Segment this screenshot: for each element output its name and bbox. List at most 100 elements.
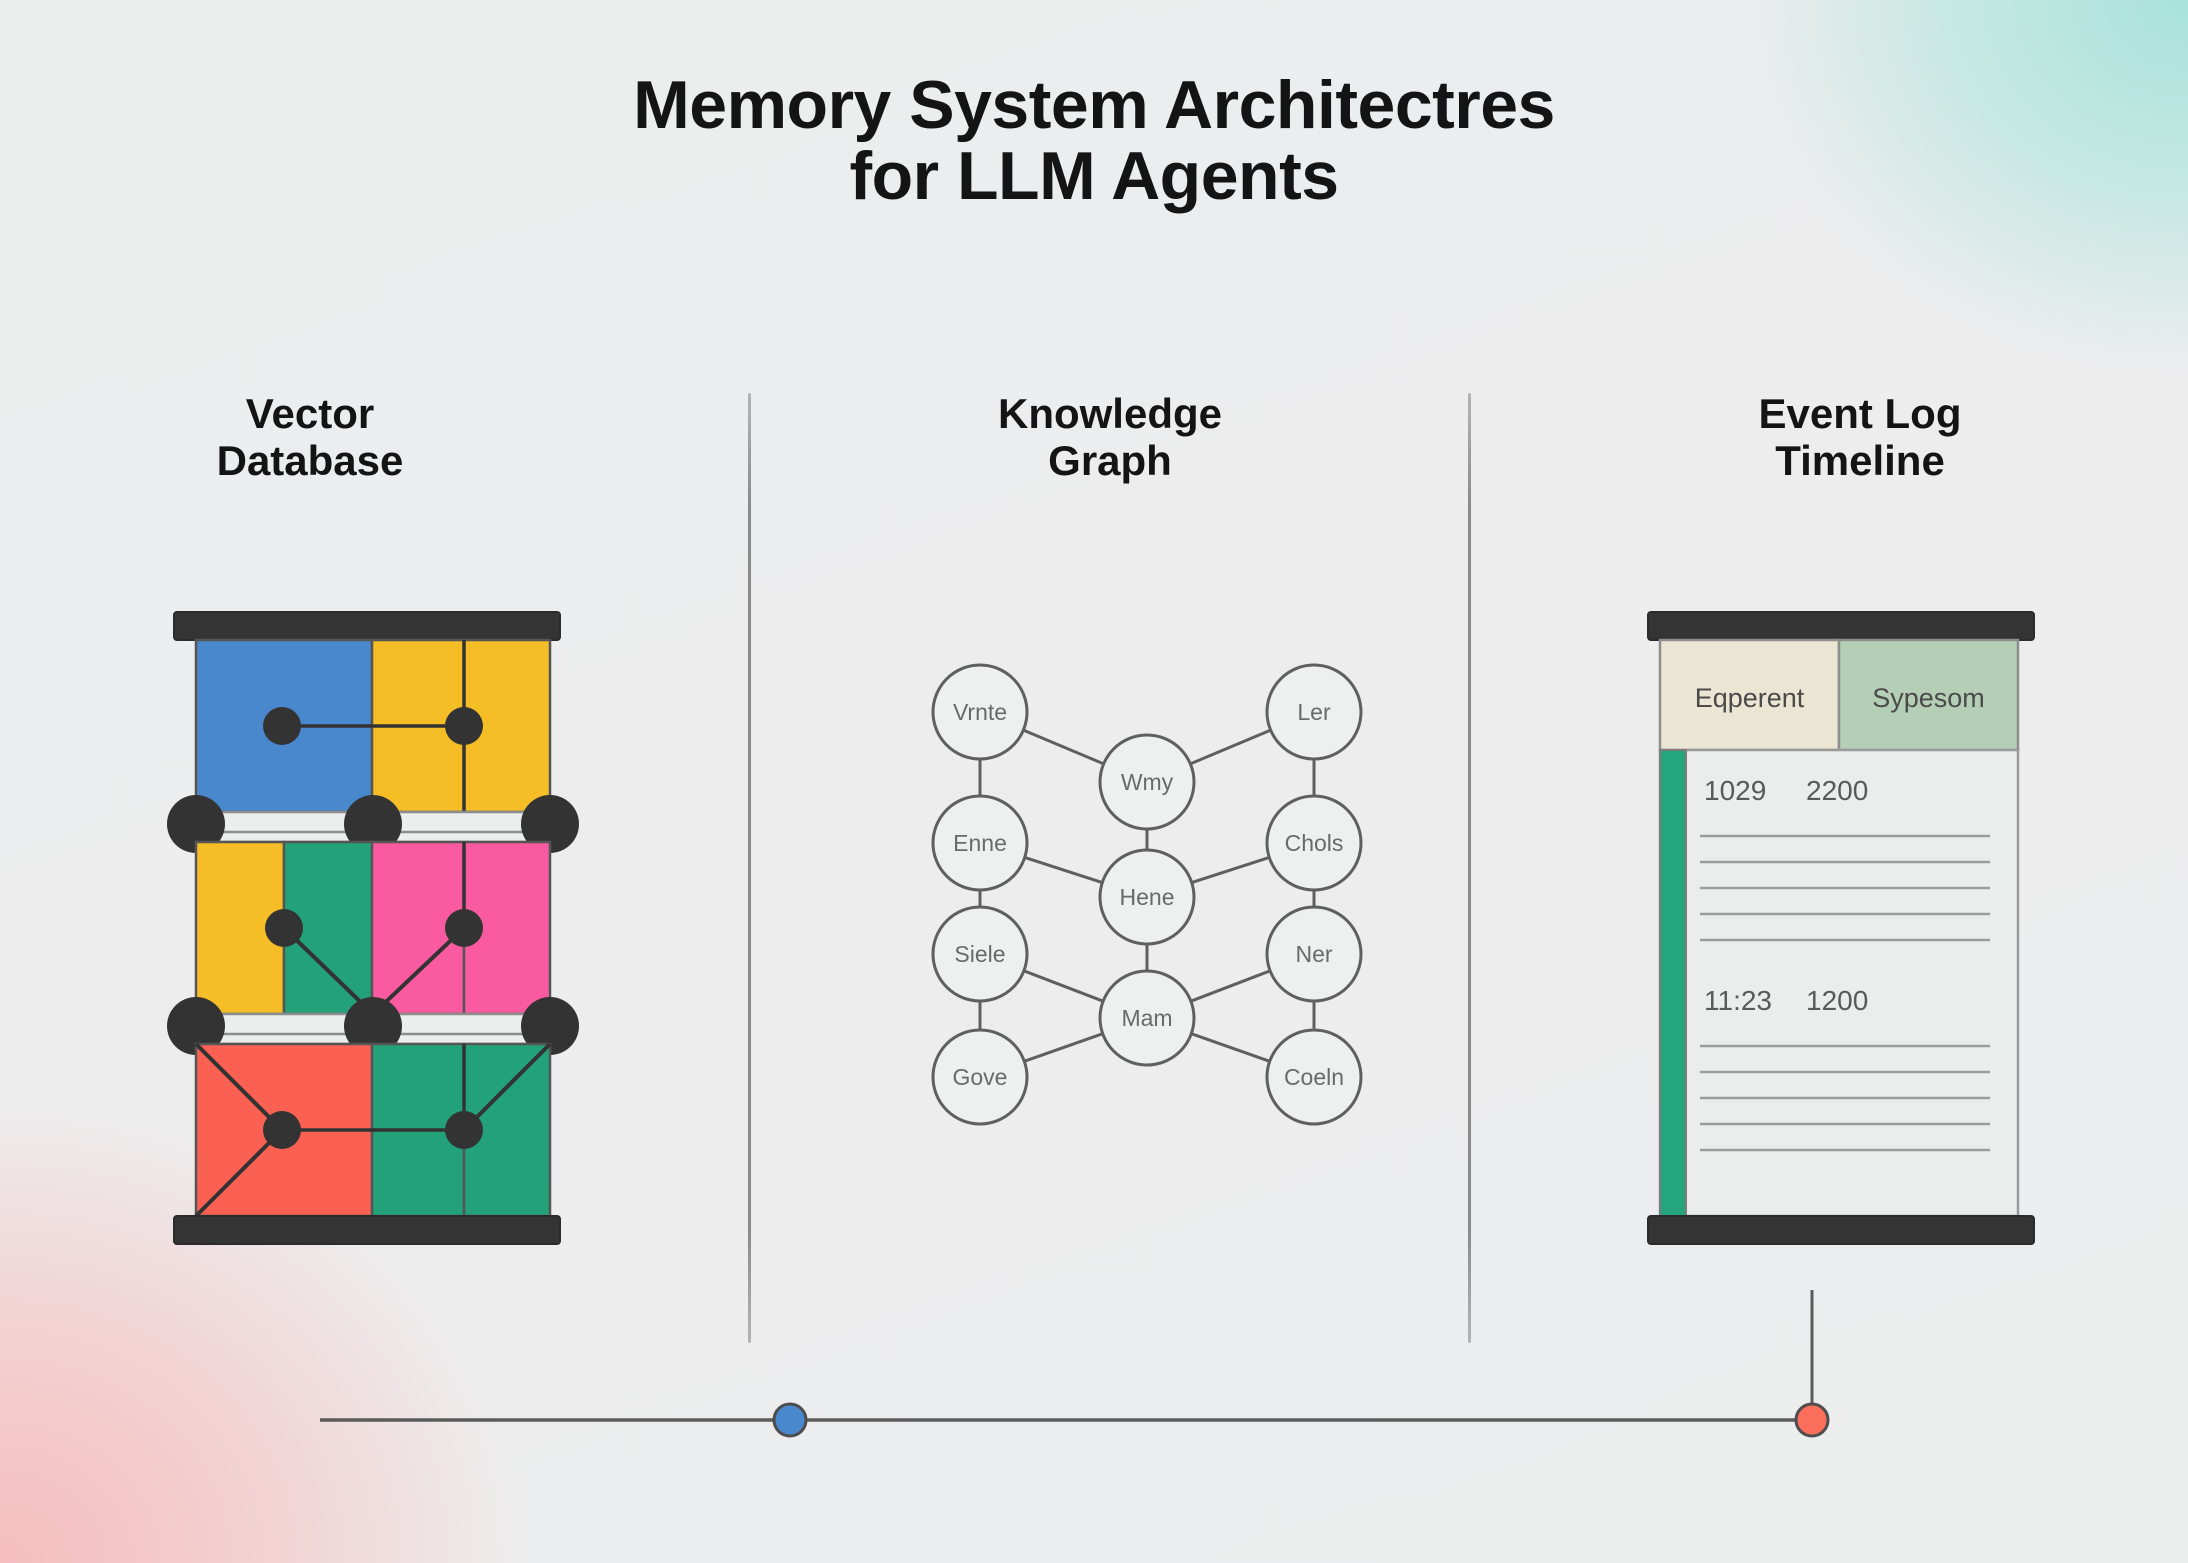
knowledge-graph-node[interactable]: Ler [1265, 663, 1363, 761]
node-circle [1098, 969, 1196, 1067]
shelf-node [344, 795, 402, 853]
node-label: Siele [954, 941, 1005, 967]
event-log-tab[interactable]: Sypesom [1837, 638, 2020, 752]
page-title-line1: Memory System Architectres [633, 67, 1555, 143]
knowledge-graph-edge [1023, 969, 1104, 1003]
entry-time: 11:23 [1704, 985, 1772, 1016]
column-heading-graph-line2: Graph [1048, 437, 1172, 485]
vector-layer-middle [194, 840, 552, 1016]
column-heading-vector-line2: Database [216, 437, 404, 485]
node-label: Vrnte [953, 699, 1007, 725]
vector-node [445, 1111, 483, 1149]
event-log-entries: 1029 2200 11:23 1200 [1700, 775, 1990, 1152]
column-heading-event-line2: Timeline [1775, 437, 1945, 485]
event-log-accent-bar [1659, 749, 1687, 1217]
node-circle [931, 905, 1029, 1003]
event-log-graphic: Eqperent Sypesom 1029 2200 11:23 1200 [1647, 611, 2035, 1245]
node-circle [1265, 1028, 1363, 1126]
node-label: Gove [953, 1064, 1008, 1090]
page-title-line2: for LLM Agents [849, 137, 1339, 214]
node-label: Wmy [1121, 769, 1174, 795]
event-endpoint[interactable] [1794, 1402, 1830, 1438]
node-circle [1098, 848, 1196, 946]
event-log-tab-strip: Eqperent Sypesom [1658, 638, 2020, 752]
shelf-node [167, 795, 225, 853]
page-title: Memory System Architectres for LLM Agent… [0, 70, 2188, 211]
node-circle [931, 1028, 1029, 1126]
knowledge-graph-node[interactable]: Siele [931, 905, 1029, 1003]
layer-bot-edge-diag-tl [194, 1042, 284, 1132]
tab-background [1658, 638, 1841, 752]
tab-label: Sypesom [1872, 683, 1985, 713]
column-divider-left [748, 393, 751, 1343]
node-label: Ner [1295, 941, 1332, 967]
column-heading-event-log-timeline: Event Log Timeline [1655, 390, 2065, 484]
shelf-node [521, 795, 579, 853]
node-label: Chols [1285, 830, 1344, 856]
entry-value: 2200 [1806, 775, 1868, 806]
knowledge-graph-edge [1191, 856, 1270, 884]
column-heading-knowledge-graph: Knowledge Graph [905, 390, 1315, 484]
knowledge-graph-node[interactable]: Wmy [1098, 733, 1196, 831]
graph-midpoint[interactable] [772, 1402, 808, 1438]
entry-time: 1029 [1704, 775, 1766, 806]
column-divider-right [1468, 393, 1471, 1343]
event-log-tab[interactable]: Eqperent [1658, 638, 1841, 752]
knowledge-graph-edge [1190, 1032, 1271, 1063]
event-log-entry[interactable]: 11:23 1200 [1700, 985, 1990, 1152]
knowledge-graph-node[interactable]: Gove [931, 1028, 1029, 1126]
bottom-connector [320, 1290, 1830, 1438]
rack-bottom-bar [173, 1215, 561, 1245]
layer-bot-edge-diag-tr [462, 1042, 552, 1132]
node-circle [1265, 794, 1363, 892]
node-label: Hene [1120, 884, 1175, 910]
vector-layer-top [194, 638, 552, 814]
rack-shelf-lower [167, 997, 579, 1055]
entry-value: 1200 [1806, 985, 1868, 1016]
shelf-node [344, 997, 402, 1055]
shelf-node [167, 997, 225, 1055]
column-heading-vector-database: Vector Database [110, 390, 510, 484]
node-label: Enne [953, 830, 1007, 856]
knowledge-graph-node[interactable]: Mam [1098, 969, 1196, 1067]
knowledge-graph-edge [1189, 728, 1272, 766]
event-log-body [1658, 748, 2020, 1218]
column-heading-vector-line1: Vector [245, 390, 375, 437]
shelf-node [521, 997, 579, 1055]
node-circle [1265, 663, 1363, 761]
node-label: Mam [1121, 1005, 1172, 1031]
knowledge-graph-node[interactable]: Vrnte [931, 663, 1029, 761]
node-label: Coeln [1284, 1064, 1344, 1090]
layer-bot-edge-diag-bl [194, 1128, 284, 1218]
knowledge-graph-node[interactable]: Chols [1265, 794, 1363, 892]
knowledge-graph-node[interactable]: Hene [1098, 848, 1196, 946]
knowledge-graph-edge [1024, 856, 1103, 884]
event-log-entry[interactable]: 1029 2200 [1700, 775, 1990, 942]
rack-shelf-upper [167, 795, 579, 853]
knowledge-graph-edges [978, 728, 1316, 1063]
tab-label: Eqperent [1695, 683, 1805, 713]
column-heading-graph-line1: Knowledge [997, 390, 1222, 437]
node-circle [1098, 733, 1196, 831]
node-circle [931, 794, 1029, 892]
vector-node [445, 707, 483, 745]
node-label: Ler [1297, 699, 1331, 725]
vector-node [265, 909, 303, 947]
layer-mid-edge-diag-r [371, 926, 466, 1016]
column-heading-event-line1: Event Log [1758, 390, 1962, 437]
knowledge-graph-node[interactable]: Coeln [1265, 1028, 1363, 1126]
vector-node [263, 1111, 301, 1149]
knowledge-graph-node[interactable]: Ner [1265, 905, 1363, 1003]
knowledge-graph-edge [1023, 1032, 1104, 1063]
board-bottom-bar [1647, 1215, 2035, 1245]
vector-layer-bottom [194, 1042, 552, 1218]
node-circle [1265, 905, 1363, 1003]
node-circle [931, 663, 1029, 761]
knowledge-graph-node[interactable]: Enne [931, 794, 1029, 892]
vector-database-graphic [167, 611, 579, 1245]
vector-node [445, 909, 483, 947]
layer-mid-edge-diag-l [282, 926, 375, 1016]
